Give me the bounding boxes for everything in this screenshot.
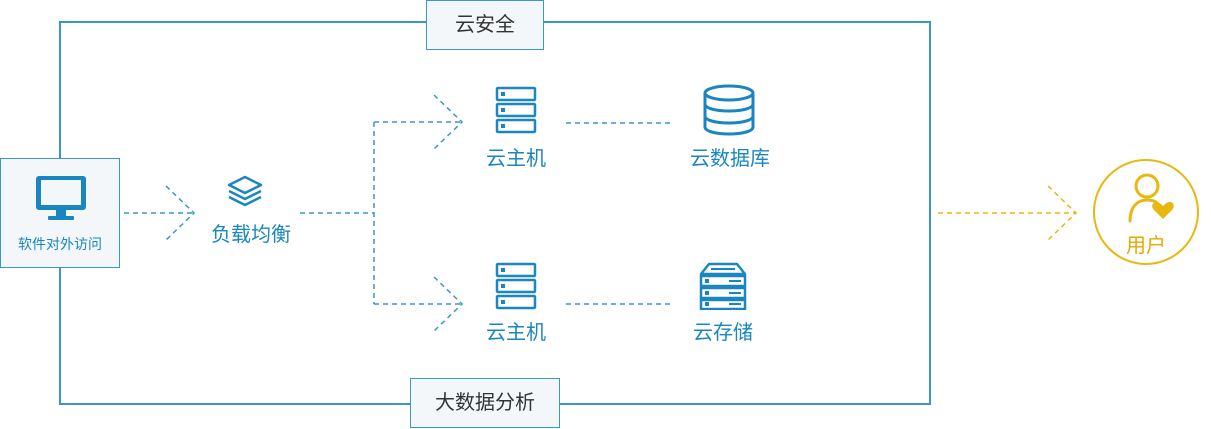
- cloud-host-bottom-label: 云主机: [486, 320, 546, 344]
- cloud-host-top-label: 云主机: [486, 146, 546, 170]
- database-icon: [703, 84, 755, 136]
- arrow-to-host-bottom: [433, 276, 464, 332]
- arrow-to-host-top: [433, 94, 464, 150]
- user-label: 用户: [1126, 233, 1166, 257]
- arrow-to-user: [1047, 185, 1078, 241]
- server-icon: [495, 262, 537, 310]
- cloud-storage-label: 云存储: [693, 320, 753, 344]
- server-icon: [495, 86, 537, 134]
- user-node: 用户: [1093, 159, 1199, 265]
- cloud-security-label: 云安全: [426, 0, 544, 50]
- storage-icon: [699, 262, 747, 310]
- big-data-analysis-label: 大数据分析: [410, 378, 560, 428]
- load-balance-label: 负载均衡: [211, 222, 291, 246]
- software-access-label: 软件对外访问: [18, 237, 102, 253]
- layers-icon: [227, 175, 263, 207]
- cloud-database-label: 云数据库: [690, 146, 770, 170]
- arrow-access-to-lb: [165, 185, 196, 241]
- user-heart-icon: [1128, 173, 1174, 223]
- monitor-icon: [36, 176, 86, 220]
- software-access-node: 软件对外访问: [0, 158, 120, 268]
